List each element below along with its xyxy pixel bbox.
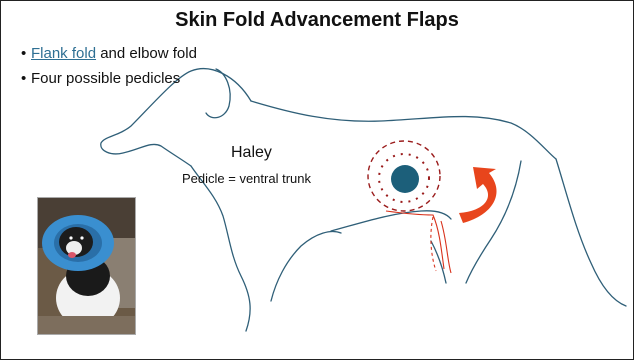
slide-title: Skin Fold Advancement Flaps [1,9,633,32]
flank-fold-link[interactable]: Flank fold [31,41,96,66]
pedicle-line-1 [386,211,444,269]
patient-name-label: Haley [231,144,272,162]
dog-belly-outline [331,211,451,231]
pedicle-line-3 [441,221,451,273]
bullet-dot: • [21,41,31,66]
defect-circle [391,165,419,193]
dog-hind-leg-outline [466,161,521,283]
bullet-text: Four possible pedicles [31,66,180,91]
bullet-item-flank-fold: • Flank fold and elbow fold [21,41,197,66]
dog-photo [37,197,136,335]
dog-rear-outline [556,159,626,306]
dog-back-outline [251,101,556,159]
bullet-dot: • [21,66,31,91]
bullet-list: • Flank fold and elbow fold • Four possi… [21,41,197,91]
advancement-arrow-icon [459,167,497,223]
dog-front-leg-outline [271,232,341,301]
dog-chest-outline [191,166,250,331]
bullet-item-pedicles: • Four possible pedicles [21,66,197,91]
pedicle-line-2 [431,217,436,271]
dog-hind-leg-inner [431,241,446,283]
pedicle-label: Pedicle = ventral trunk [182,171,311,186]
bullet-text: and elbow fold [96,41,197,66]
dog-photo-image [38,198,135,334]
